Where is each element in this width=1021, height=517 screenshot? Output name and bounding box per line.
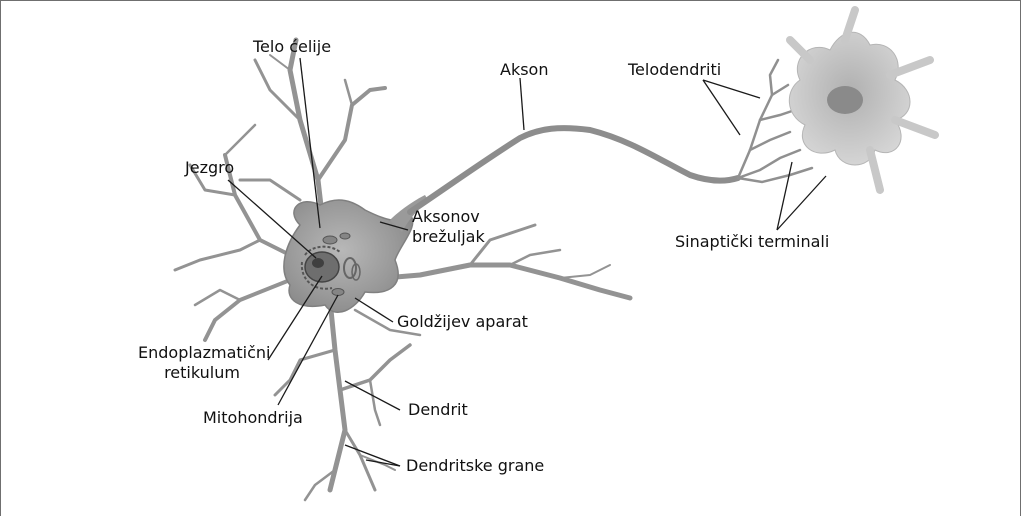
axon — [410, 128, 738, 212]
mitochondrion — [323, 236, 337, 244]
label-endoplasmic-reticulum-line1: Endoplazmatični — [138, 343, 266, 363]
label-nucleus: Jezgro — [185, 158, 234, 178]
label-axon: Akson — [500, 60, 548, 80]
label-axon-hillock-line1: Aksonov — [412, 207, 480, 227]
label-dendritic-branches: Dendritske grane — [406, 456, 544, 476]
label-endoplasmic-reticulum-line2: retikulum — [138, 363, 266, 383]
label-dendrite: Dendrit — [408, 400, 468, 420]
label-telodendria: Telodendriti — [628, 60, 721, 80]
label-axon-hillock-line2: brežuljak — [412, 227, 485, 247]
dendrites — [175, 40, 630, 500]
label-synaptic-terminals: Sinaptički terminali — [675, 232, 829, 252]
label-cell-body: Telo ćelije — [253, 37, 331, 57]
label-golgi-apparatus: Goldžijev aparat — [397, 312, 528, 332]
label-mitochondrion: Mitohondrija — [203, 408, 303, 428]
nucleus — [305, 252, 339, 282]
